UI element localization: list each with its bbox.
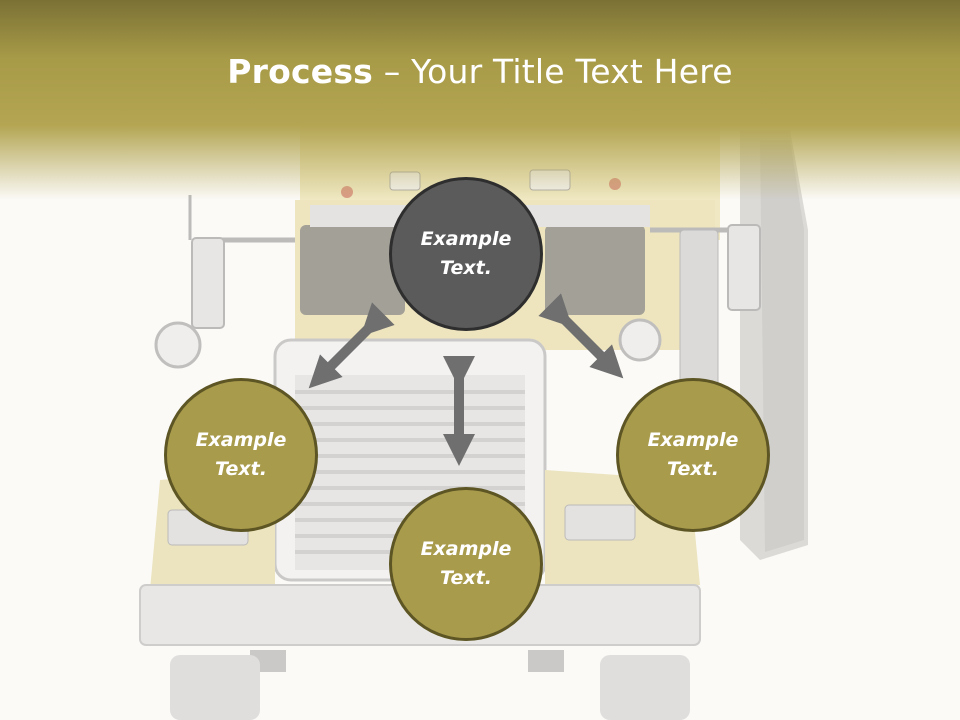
title-bold-part: Process [227, 52, 374, 91]
process-step-right[interactable]: Example Text. [616, 378, 770, 532]
header-band [0, 0, 960, 200]
arrow-top-right [538, 293, 624, 379]
title-rest-part: – Your Title Text Here [373, 52, 733, 91]
process-step-bottom-text: Example Text. [420, 538, 512, 589]
process-step-top-text: Example Text. [420, 228, 512, 279]
slide-title: Process – Your Title Text Here [0, 52, 960, 91]
process-step-bottom[interactable]: Example Text. [389, 487, 543, 641]
arrow-top-left [308, 302, 395, 389]
process-step-left[interactable]: Example Text. [164, 378, 318, 532]
process-step-left-text: Example Text. [195, 429, 287, 480]
process-step-right-text: Example Text. [647, 429, 739, 480]
process-step-top[interactable]: Example Text. [389, 177, 543, 331]
